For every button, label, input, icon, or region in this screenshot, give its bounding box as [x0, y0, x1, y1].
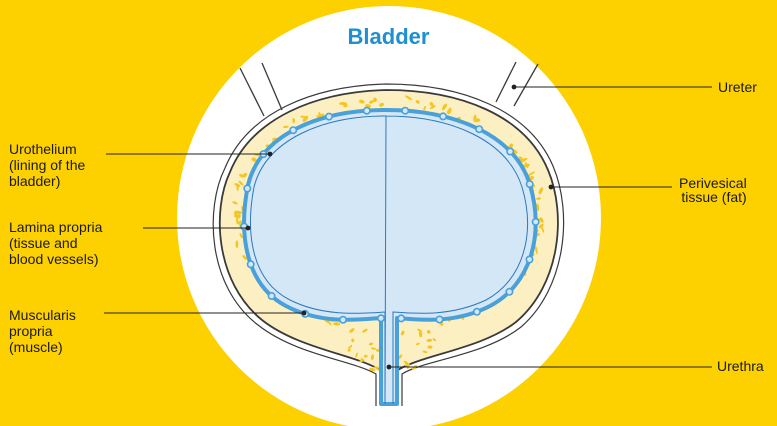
urothelium-fold	[290, 127, 296, 133]
label-ureter: Ureter	[718, 79, 757, 95]
urothelium-fold	[340, 317, 346, 323]
label-lamina-propria: Lamina propria (tissue and blood vessels…	[9, 219, 102, 267]
diagram-title: Bladder	[0, 24, 777, 50]
urothelium-fold	[244, 185, 250, 191]
label-urethra: Urethra	[717, 358, 764, 374]
urothelium-fold	[474, 309, 480, 315]
urothelium-fold	[402, 108, 408, 114]
urothelium-fold	[506, 289, 512, 295]
urothelium-fold	[326, 113, 332, 119]
urothelium-fold	[476, 126, 482, 132]
label-muscularis-propria: Muscularis propria (muscle)	[9, 307, 76, 355]
urothelium-fold	[268, 293, 274, 299]
label-urothelium: Urothelium (lining of the bladder)	[9, 141, 85, 189]
label-perivesical: Perivesical tissue (fat)	[679, 176, 747, 204]
urothelium-fold	[436, 316, 442, 322]
urothelium-fold	[527, 181, 533, 187]
urothelium-fold	[248, 261, 254, 267]
urothelium-fold	[440, 113, 446, 119]
urothelium-fold	[378, 315, 384, 321]
urothelium-fold	[364, 108, 370, 114]
urothelium-fold	[507, 148, 513, 154]
urothelium-fold	[398, 315, 404, 321]
urothelium-fold	[526, 256, 532, 262]
urothelium-fold	[533, 219, 539, 225]
muscle-fiber	[235, 240, 238, 248]
